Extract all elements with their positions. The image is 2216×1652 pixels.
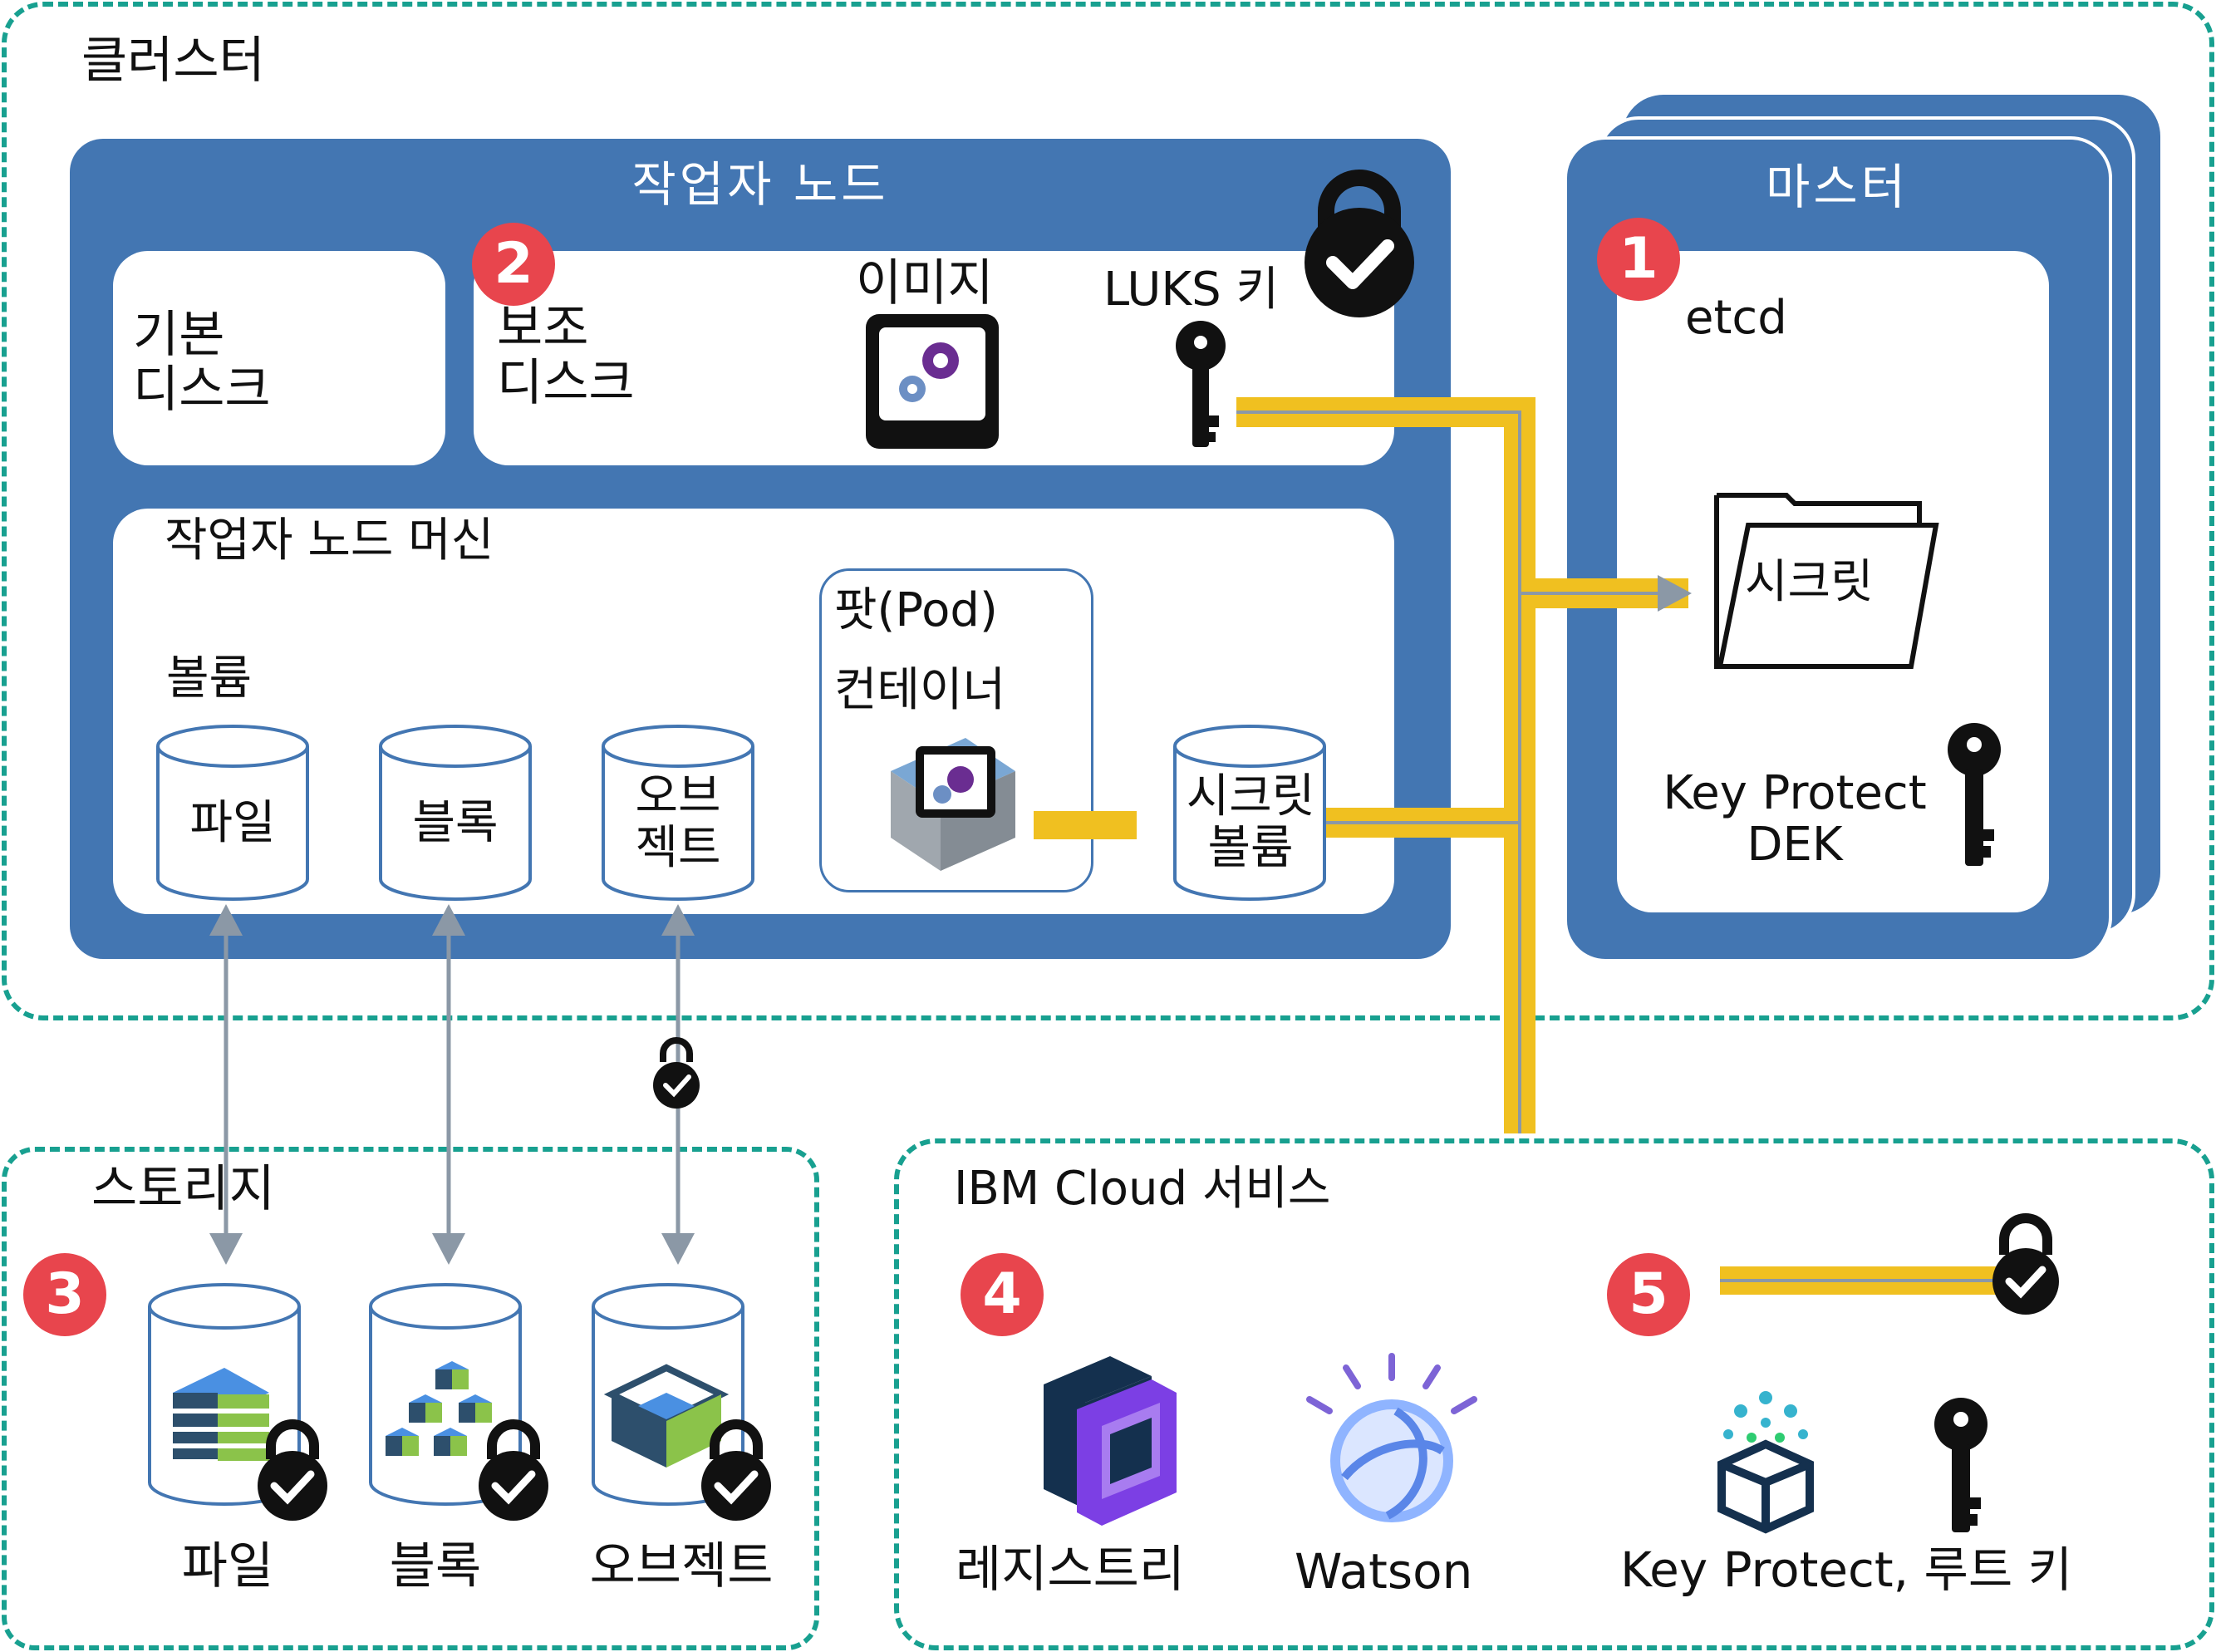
storage-file-label: 파일 (181, 1537, 274, 1595)
secondary-disk-label: 보조 디스크 (497, 299, 635, 412)
storage-boundary (2, 1147, 819, 1650)
watson-icon (1296, 1353, 1487, 1536)
luks-key-label: LUKS 키 (1103, 263, 1279, 317)
worker-machine-title: 작업자 노드 머신 (165, 514, 494, 568)
volume-block-label: 블록 (412, 796, 499, 850)
secret-label: 시크릿 (1745, 555, 1874, 609)
cluster-boundary (2, 2, 2214, 1020)
volume-object-label: 오브 젝트 (635, 769, 721, 875)
primary-disk-label: 기본 디스크 (133, 306, 271, 419)
keyprotect-label: Key Protect, 루트 키 (1620, 1541, 2073, 1598)
services-boundary (894, 1138, 2214, 1650)
badge-5: 5 (1607, 1253, 1690, 1336)
root-key-lock-icon (1992, 1213, 2059, 1315)
container-icon (874, 721, 1032, 879)
badge-4: 4 (961, 1253, 1044, 1336)
etcd-label: etcd (1685, 291, 1787, 345)
secret-folder-icon (1712, 479, 1944, 675)
root-key-icon (1926, 1394, 1996, 1536)
container-label: 컨테이너 (834, 663, 1006, 717)
pod-box (819, 568, 1093, 892)
volumes-label: 볼륨 (166, 651, 253, 706)
storage-block (369, 1270, 548, 1521)
dek-label: Key Protect DEK (1663, 766, 1927, 872)
storage-file (148, 1270, 327, 1521)
master-title: 마스터 (1765, 159, 1909, 215)
object-transit-lock-icon (653, 1037, 700, 1109)
volume-file-label: 파일 (189, 796, 276, 850)
block-storage-icon (386, 1361, 492, 1456)
watson-label: Watson (1295, 1543, 1473, 1600)
cluster-title: 클러스터 (81, 32, 265, 90)
badge-1: 1 (1597, 218, 1680, 301)
storage-object-label: 오브젝트 (589, 1537, 774, 1595)
worker-lock-icon (1301, 170, 1418, 319)
worker-node-title: 작업자 노드 (631, 156, 889, 213)
keyprotect-icon (1712, 1389, 1820, 1534)
pod-label: 팟(Pod) (834, 583, 998, 637)
storage-object (592, 1270, 771, 1521)
luks-key-icon (1167, 317, 1234, 450)
object-storage-icon (603, 1364, 730, 1468)
volume-block (379, 723, 532, 902)
volume-file (156, 723, 309, 902)
registry-label: 레지스트리 (956, 1541, 1185, 1599)
primary-disk (113, 251, 445, 465)
badge-3: 3 (23, 1253, 106, 1336)
registry-icon (1027, 1351, 1190, 1534)
image-icon (864, 312, 1000, 450)
storage-block-label: 블록 (389, 1537, 482, 1595)
volume-object (602, 723, 754, 902)
services-title: IBM Cloud 서비스 (954, 1162, 1331, 1216)
dek-key-icon (1939, 720, 2009, 869)
image-label: 이미지 (856, 254, 994, 312)
file-storage-icon (173, 1368, 269, 1461)
secret-volume-label: 시크릿 볼륨 (1186, 769, 1315, 875)
secret-volume (1173, 723, 1326, 902)
storage-title: 스토리지 (91, 1160, 275, 1218)
badge-2: 2 (472, 223, 555, 306)
